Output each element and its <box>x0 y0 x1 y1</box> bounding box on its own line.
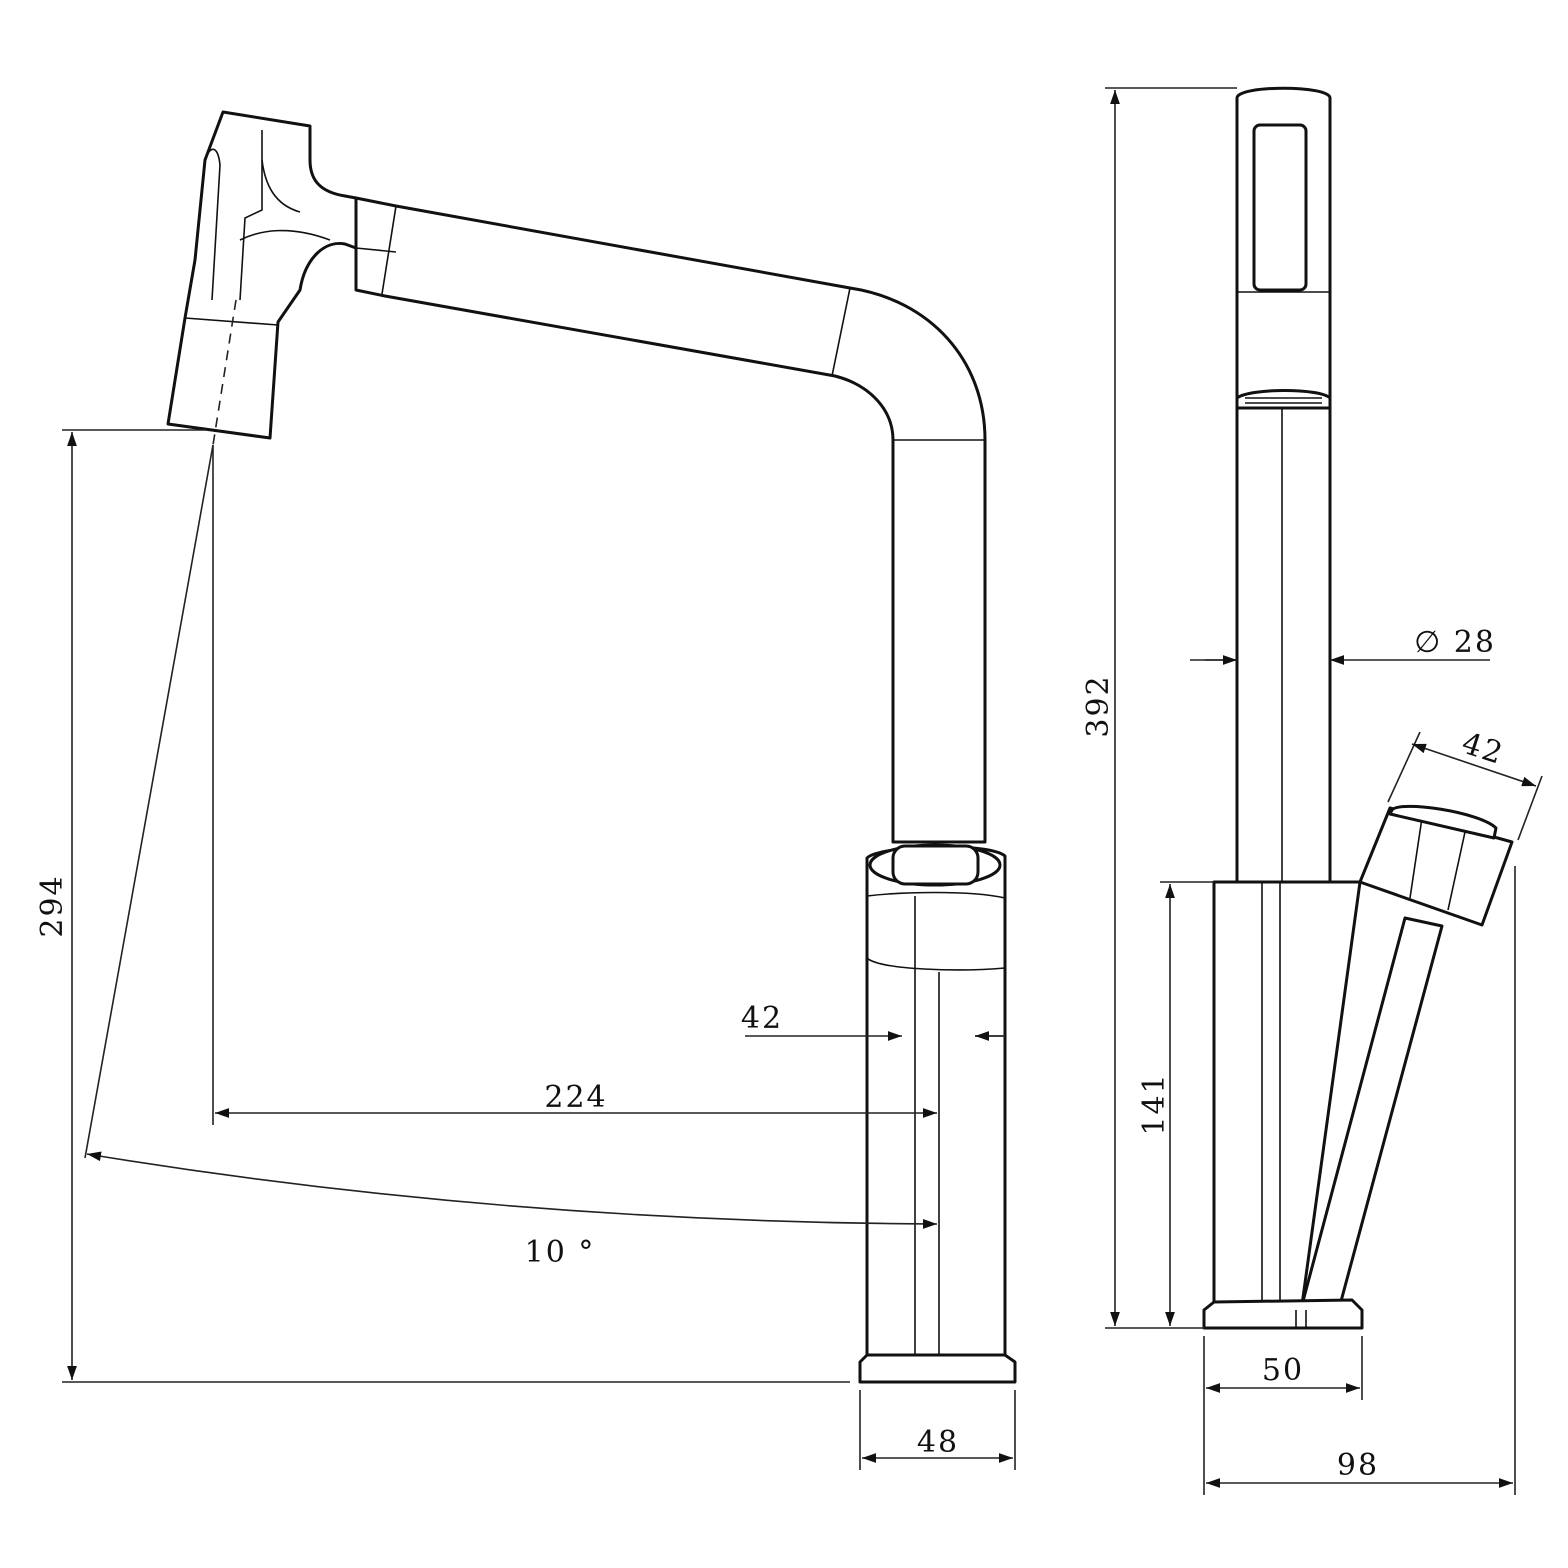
front-view: 294 224 42 10 ° 48 <box>35 110 1017 1470</box>
swivel-angle-label: 10 ° <box>525 1235 596 1270</box>
side-body <box>1202 804 1514 1330</box>
faucet-body-front <box>858 843 1017 1384</box>
base-width-front-label: 48 <box>917 1425 959 1460</box>
handle-width-label: 42 <box>1457 726 1508 772</box>
overall-depth-label: 98 <box>1337 1448 1379 1483</box>
base-width-side-label: 50 <box>1262 1353 1304 1388</box>
tube-diameter-label: ∅ 28 <box>1414 625 1496 660</box>
spout-height-label: 294 <box>35 874 70 937</box>
body-height-label: 141 <box>1137 1072 1172 1135</box>
spray-head <box>166 110 358 446</box>
body-width-label: 42 <box>741 1001 783 1036</box>
side-tube <box>1235 86 1332 884</box>
spout-arm <box>354 196 987 844</box>
overall-height-label: 392 <box>1081 674 1116 737</box>
side-view: 392 ∅ 28 42 141 50 98 <box>1081 86 1543 1495</box>
spout-reach-label: 224 <box>544 1080 607 1115</box>
